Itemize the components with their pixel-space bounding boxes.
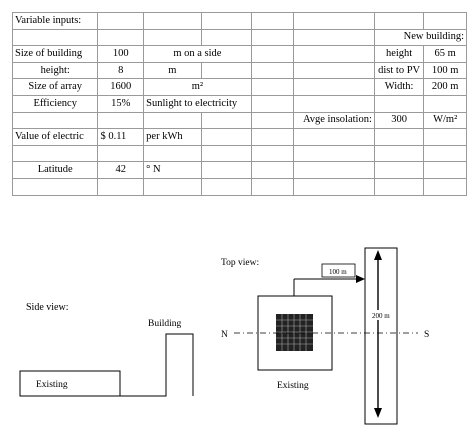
new-building-top <box>364 247 398 425</box>
width-arrow-up <box>374 250 382 260</box>
table-row <box>11 144 467 163</box>
table-cell <box>373 177 425 196</box>
dist-arrow-head <box>356 275 365 283</box>
pv-array-grid <box>276 314 313 351</box>
building-label: Building <box>148 319 182 329</box>
side-view-label: Side view: <box>26 302 69 313</box>
table-row <box>11 177 467 196</box>
variable-inputs-table: Variable inputs:New building:Size of bui… <box>11 12 467 196</box>
table-cell <box>200 177 252 196</box>
south-label: S <box>424 330 429 340</box>
table-cell <box>423 177 467 196</box>
table-cell: W/m² <box>423 111 467 130</box>
table-cell <box>143 177 202 196</box>
table-row: Variable inputs: <box>11 12 467 30</box>
existing-building-top <box>257 295 333 371</box>
dist-label-box <box>321 263 356 278</box>
width-label: 200 m <box>372 312 390 320</box>
width-label-bg <box>371 310 387 320</box>
existing-side-label: Existing <box>36 380 68 390</box>
top-view-label: Top view: <box>221 258 259 268</box>
north-label: N <box>221 330 228 340</box>
existing-top-label: Existing <box>277 381 309 391</box>
table-row: New building: <box>11 28 467 47</box>
width-arrow-down <box>374 408 382 418</box>
table-cell: 65 m <box>423 45 467 63</box>
table-cell <box>11 177 99 196</box>
pv-array <box>276 314 313 351</box>
new-building-side <box>120 333 194 397</box>
existing-building-side <box>19 370 121 397</box>
dist-label: 100 m <box>329 268 347 276</box>
